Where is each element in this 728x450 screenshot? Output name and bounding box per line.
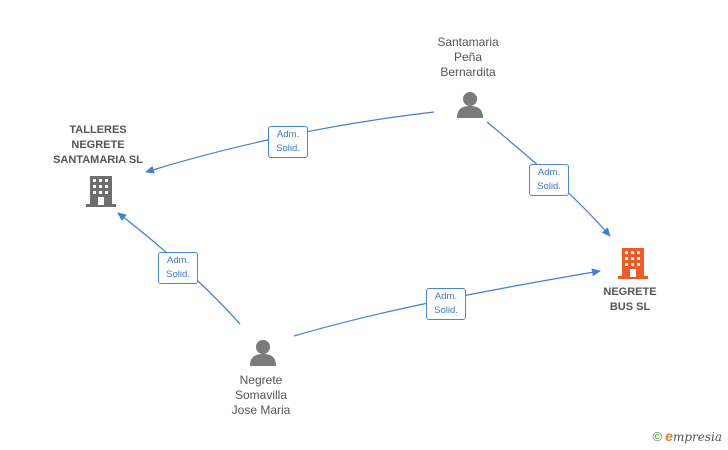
edge-label-top-left: Adm. Solid. — [268, 126, 308, 158]
node-label-company-left[interactable]: TALLERES NEGRETE SANTAMARIA SL — [53, 124, 143, 166]
edge-label-line2: Solid. — [434, 305, 458, 316]
edge-label-line2: Solid. — [166, 269, 190, 280]
edge-label-line2: Solid. — [276, 143, 300, 154]
building-icon[interactable] — [86, 176, 116, 207]
edge-label-bottom-right: Adm. Solid. — [426, 288, 466, 320]
edge-label-line2: Solid. — [537, 181, 561, 192]
building-icon-highlight[interactable] — [618, 248, 648, 279]
node-label-company-right[interactable]: NEGRETE BUS SL — [603, 286, 657, 313]
edge-label-line1: Adm. — [166, 255, 190, 266]
edge-label-line1: Adm. — [434, 291, 458, 302]
person-icon[interactable] — [250, 340, 276, 366]
copyright-icon: © — [652, 428, 663, 444]
edge-label-line1: Adm. — [537, 167, 561, 178]
node-label-person-top[interactable]: Santamaria Peña Bernardita — [437, 35, 499, 79]
edge-label-line1: Adm. — [276, 129, 300, 140]
brand-logo: © empresia — [653, 428, 722, 444]
edge-label-bottom-left: Adm. Solid. — [158, 252, 198, 284]
node-label-person-bottom[interactable]: Negrete Somavilla Jose Maria — [231, 373, 291, 417]
person-icon[interactable] — [457, 92, 483, 118]
edge-label-top-right: Adm. Solid. — [529, 164, 569, 196]
brand-wordmark: empresia — [665, 428, 722, 444]
